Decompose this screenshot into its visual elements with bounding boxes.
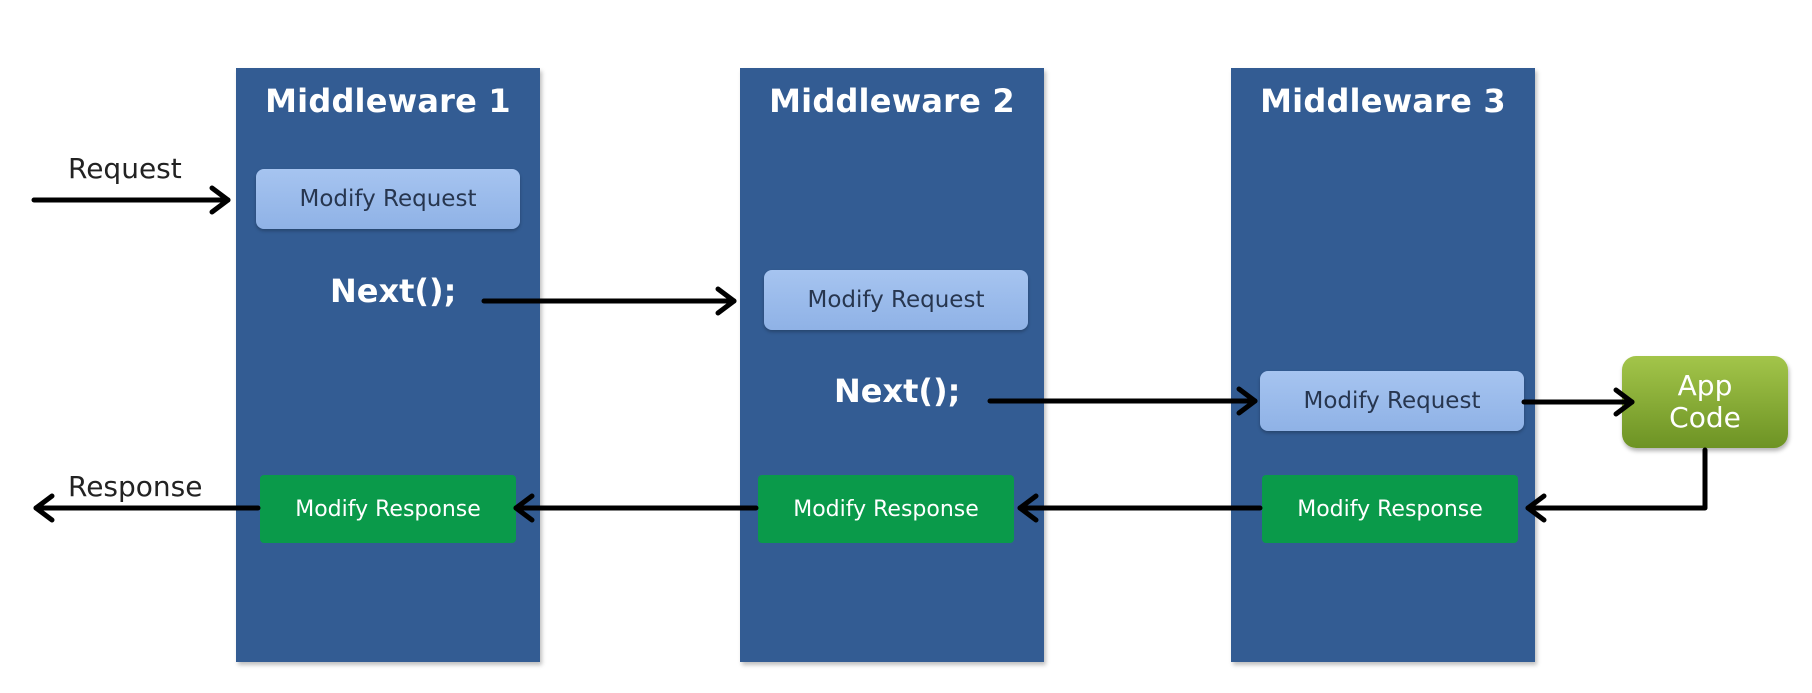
response-label: Response [68, 470, 203, 503]
middleware-1-title: Middleware 1 [265, 82, 511, 120]
middleware-2-modify-request: Modify Request [764, 270, 1028, 330]
middleware-2-next-call: Next(); [834, 372, 961, 410]
next-arrow-1 [481, 286, 737, 316]
app-code-line-2: Code [1669, 401, 1741, 434]
app-code-line-1: App [1677, 368, 1733, 402]
next-arrow-2 [987, 386, 1258, 416]
middleware-1-column: Middleware 1 [236, 68, 540, 662]
middleware-2-modify-response: Modify Response [758, 475, 1014, 543]
outgoing-response-arrow [33, 493, 261, 523]
middleware-3-modify-response: Modify Response [1262, 475, 1518, 543]
middleware-3-column: Middleware 3 [1231, 68, 1535, 662]
request-label: Request [68, 152, 182, 185]
middleware-1-next-call: Next(); [330, 272, 457, 310]
middleware-3-title: Middleware 3 [1260, 82, 1506, 120]
to-app-code-arrow [1521, 387, 1635, 417]
middleware-2-title: Middleware 2 [769, 82, 1015, 120]
middleware-1-modify-response: Modify Response [260, 475, 516, 543]
middleware-1-modify-request: Modify Request [256, 169, 520, 229]
middleware-3-modify-request: Modify Request [1260, 371, 1524, 431]
response-arrow-3-to-2 [1017, 493, 1263, 523]
response-arrow-2-to-1 [513, 493, 759, 523]
incoming-request-arrow [31, 185, 231, 215]
from-app-code-arrow [1525, 447, 1708, 523]
middleware-2-column: Middleware 2 [740, 68, 1044, 662]
app-code-box: App Code [1622, 356, 1788, 448]
